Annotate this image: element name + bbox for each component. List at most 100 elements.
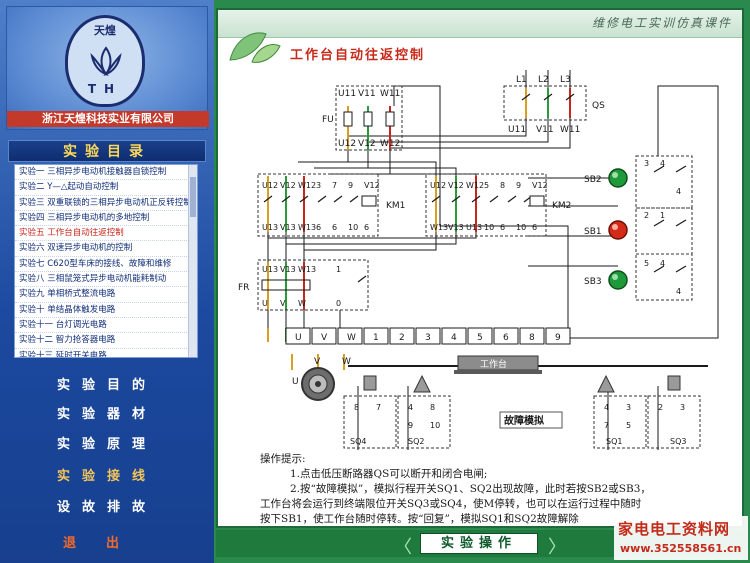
terminal-block <box>467 327 493 345</box>
km1-top-label: 9 <box>348 181 353 190</box>
sb-contact-label: 2 <box>644 211 649 220</box>
fr-top-label: U13 <box>262 265 278 274</box>
km1-bottom-label: V13 <box>280 223 296 232</box>
prev-arrow-icon[interactable]: 〈 <box>394 537 412 558</box>
tips-title: 操作提示: <box>260 453 306 465</box>
experiment-item[interactable]: 实验十一 台灯调光电路 <box>15 318 197 334</box>
km1-top-label: 7 <box>332 181 337 190</box>
label-motor-w: W <box>342 357 351 367</box>
label-qs-out-0: U11 <box>508 125 526 135</box>
km1-bottom-label: U13 <box>262 223 278 232</box>
km2-top-label: V12 <box>448 181 464 190</box>
label-sq4: SQ4 <box>350 437 366 446</box>
sq-contact-label: 8 <box>430 403 435 412</box>
logo-emblem: 天煌 TH <box>65 15 145 107</box>
side-button-principle[interactable]: 实验原理 <box>56 437 157 452</box>
km2-bottom-label: 10 <box>516 223 526 232</box>
sb1-button[interactable] <box>608 220 628 240</box>
label-fu-in-1: V11 <box>358 89 376 99</box>
side-button-wiring[interactable]: 实验接线 <box>56 469 157 484</box>
sq-contact-label: 4 <box>408 403 413 412</box>
watermark-line-1: 家电电工资料网 <box>618 520 731 538</box>
tip-line-4: 按下SB1，使工作台随时停转。按“回复”，模拟SQ1和SQ2故障解除 <box>260 513 579 525</box>
terminal-block <box>519 327 545 345</box>
experiment-item[interactable]: 实验二 Y—△起动自动控制 <box>15 180 197 196</box>
label-sb2: SB2 <box>584 175 602 185</box>
label-sb1: SB1 <box>584 227 602 237</box>
side-button-equipment[interactable]: 实验器材 <box>56 407 157 422</box>
page-title: 工作台自动往返控制 <box>290 48 426 63</box>
terminal-label: 9 <box>555 333 561 343</box>
km2-bottom-label: V13 <box>448 223 464 232</box>
motor-icon <box>301 367 335 401</box>
terminal-label: 2 <box>399 333 405 343</box>
fr-bottom-label: U <box>262 299 268 308</box>
sb-contact-label: 4 <box>660 159 665 168</box>
km2-top-label: 8 <box>500 181 505 190</box>
operation-tips: 操作提示: 1.点击低压断路器QS可以断开和闭合电闸; 2.按“故障模拟”，模拟… <box>260 452 730 527</box>
sb2-button[interactable] <box>608 168 628 188</box>
experiment-item[interactable]: 实验九 单相桥式整流电路 <box>15 287 197 303</box>
sq-contact-label: 5 <box>626 421 631 430</box>
next-arrow-icon[interactable]: 〉 <box>548 537 566 558</box>
fault-simulation-button[interactable]: 故障模拟 <box>499 411 563 429</box>
km1-bottom-label: 6 <box>364 223 369 232</box>
experiment-item[interactable]: 实验五 工作台自动往返控制 <box>15 226 197 242</box>
label-motor-v: V <box>314 357 321 367</box>
label-km2: KM2 <box>552 201 571 211</box>
experiment-item[interactable]: 实验一 三相异步电动机接触器自锁控制 <box>15 165 197 181</box>
km1-top-label: V12 <box>280 181 296 190</box>
label-fu-in-2: W11 <box>380 89 400 99</box>
tip-line-1: 1.点击低压断路器QS可以断开和闭合电闸; <box>290 468 488 480</box>
experiment-list-scrollbar[interactable] <box>188 165 197 357</box>
km1-top-label: U12 <box>262 181 278 190</box>
company-logo: 天煌 TH 浙江天煌科技实业有限公司 <box>6 6 209 130</box>
sb-contact-label: 4 <box>676 187 681 196</box>
experiment-item[interactable]: 实验十三 延时开关电路 <box>15 349 197 357</box>
main-panel: 维修电工实训仿真课件 工作台自动往返控制 <box>216 8 744 528</box>
experiment-item[interactable]: 实验十 单结晶体触发电路 <box>15 303 197 318</box>
label-sq2: SQ2 <box>408 437 424 446</box>
experiment-item[interactable]: 实验六 双速异步电动机的控制 <box>15 241 197 257</box>
km1-top-label: 3 <box>316 181 321 190</box>
terminal-label: 3 <box>425 333 431 343</box>
terminal-label: 8 <box>529 333 535 343</box>
sb3-button[interactable] <box>608 270 628 290</box>
terminal-label: 5 <box>477 333 483 343</box>
km2-top-label: 5 <box>484 181 489 190</box>
experiment-item[interactable]: 实验四 三相异步电动机的多地控制 <box>15 211 197 227</box>
label-l1: L1 <box>516 75 527 85</box>
terminal-block <box>363 327 389 345</box>
fr-top-label: V13 <box>280 265 296 274</box>
exit-button[interactable]: 退出 <box>62 536 149 551</box>
worktable-label: 工作台 <box>480 358 507 370</box>
experiment-item[interactable]: 实验三 双重联锁的三相异步电动机正反转控制 <box>15 196 197 211</box>
label-qs-out-2: W11 <box>560 125 580 135</box>
lotus-icon <box>90 46 122 76</box>
sb-contact-label: 3 <box>644 159 649 168</box>
sb-contact-label: 4 <box>660 259 665 268</box>
watermark: 家电电工资料网 www.352558561.cn <box>614 516 748 560</box>
experiment-item[interactable]: 实验十二 智力抢答器电路 <box>15 333 197 349</box>
menu-title: 实验目录 <box>8 140 206 162</box>
sq-contact-label: 7 <box>376 403 381 412</box>
side-button-troubleshoot[interactable]: 设故排故 <box>56 500 157 515</box>
sq-contact-label: 4 <box>604 403 609 412</box>
experiment-ops-button[interactable]: 实验操作 <box>420 533 538 554</box>
experiment-item[interactable]: 实验七 C620型车床的接线、故障和维修 <box>15 257 197 273</box>
label-fu-in-0: U11 <box>338 89 356 99</box>
header-bar: 维修电工实训仿真课件 <box>218 10 742 38</box>
terminal-label: U <box>295 333 302 343</box>
side-button-purpose[interactable]: 实验目的 <box>56 378 157 393</box>
fr-top-label: W13 <box>298 265 316 274</box>
km2-top-label: U12 <box>430 181 446 190</box>
km2-bottom-label: 10 <box>484 223 494 232</box>
km1-bottom-label: W13 <box>298 223 316 232</box>
circuit-diagram: L1 L2 L3 QS U11 V11 W11 FU U11 V11 W11 U… <box>238 70 719 450</box>
terminal-block <box>311 327 337 345</box>
experiment-item[interactable]: 实验八 三相鼠笼式异步电动机能耗制动 <box>15 272 197 288</box>
km2-bottom-label: W13 <box>430 223 448 232</box>
sq-contact-label: 3 <box>626 403 631 412</box>
terminal-label: W <box>347 333 356 343</box>
terminal-block <box>441 327 467 345</box>
